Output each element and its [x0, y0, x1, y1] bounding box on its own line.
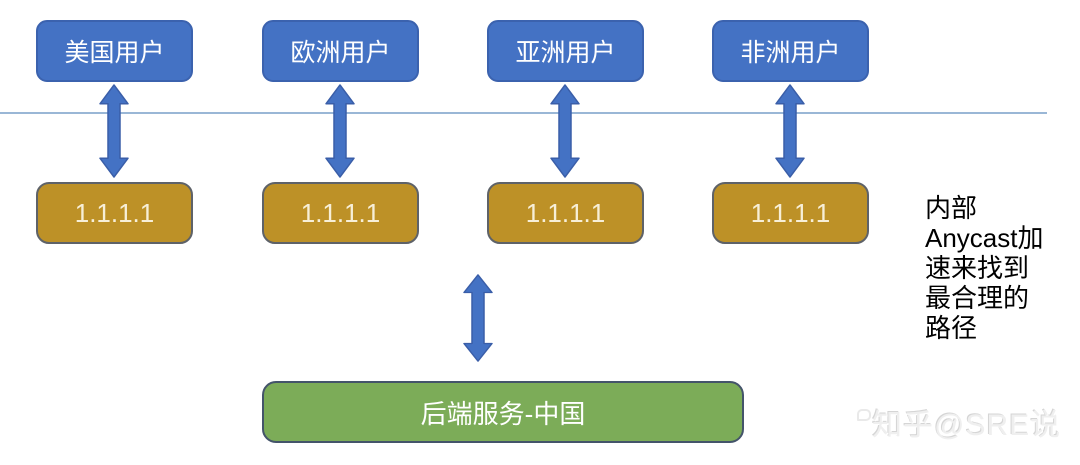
- dns-node-box-2: 1.1.1.1: [262, 182, 419, 244]
- dns-node-2-label: 1.1.1.1: [300, 197, 381, 228]
- bidirectional-arrow-icon: [549, 84, 581, 178]
- network-divider-line: [0, 112, 1047, 114]
- dns-node-3-label: 1.1.1.1: [525, 197, 606, 228]
- dns-node-box-3: 1.1.1.1: [487, 182, 644, 244]
- user-box-usa: 美国用户: [36, 20, 193, 82]
- watermark-text: 知乎@SRE说: [872, 409, 1062, 442]
- anycast-annotation-text: 内部 Anycast加 速来找到 最合理的 路径: [925, 193, 1044, 343]
- bidirectional-arrow-icon: [98, 84, 130, 178]
- bidirectional-arrow-icon: [324, 84, 356, 178]
- user-box-asia: 亚洲用户: [487, 20, 644, 82]
- user-box-africa-label: 非洲用户: [740, 39, 841, 67]
- user-box-asia-label: 亚洲用户: [515, 39, 616, 67]
- dns-node-4-label: 1.1.1.1: [750, 197, 831, 228]
- zhihu-speech-bubble-icon: [857, 409, 871, 421]
- backend-server-label: 后端服务-中国: [420, 398, 586, 429]
- bidirectional-arrow-icon: [774, 84, 806, 178]
- user-box-usa-label: 美国用户: [64, 39, 165, 67]
- dns-node-1-label: 1.1.1.1: [74, 197, 155, 228]
- watermark: 知乎@SRE说: [855, 400, 1061, 444]
- dns-node-box-4: 1.1.1.1: [712, 182, 869, 244]
- user-box-africa: 非洲用户: [712, 20, 869, 82]
- user-box-europe: 欧洲用户: [262, 20, 419, 82]
- backend-server-box: 后端服务-中国: [262, 381, 744, 443]
- bidirectional-arrow-icon: [462, 274, 494, 362]
- dns-node-box-1: 1.1.1.1: [36, 182, 193, 244]
- user-box-europe-label: 欧洲用户: [290, 39, 391, 67]
